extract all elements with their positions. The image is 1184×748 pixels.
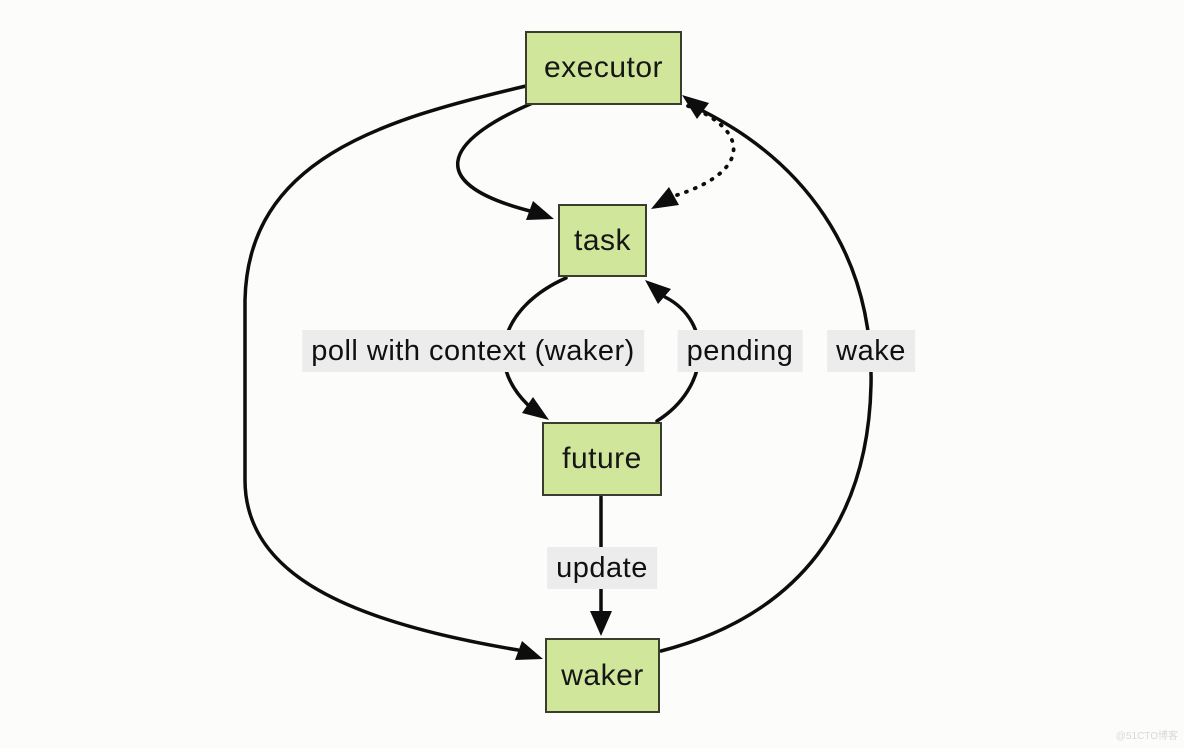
watermark: @51CTO博客 xyxy=(1115,731,1178,742)
edge-executor-to-task xyxy=(456,100,554,220)
edge-executor-to-task-dotted xyxy=(651,104,736,209)
arrowhead-executor-to-task xyxy=(526,201,554,220)
edge-executor-to-waker xyxy=(243,84,543,660)
edge-wake xyxy=(659,95,873,653)
node-task: task xyxy=(558,204,647,277)
arrowhead-executor-to-task-dotted xyxy=(651,187,679,209)
arrowhead-update xyxy=(590,611,612,636)
node-executor: executor xyxy=(525,31,682,105)
arrowhead-executor-to-waker xyxy=(515,641,543,660)
node-future: future xyxy=(542,422,662,496)
edge-label-pending: pending xyxy=(677,330,803,372)
edge-label-poll-with-context: poll with context (waker) xyxy=(302,330,644,372)
arrowhead-poll-with-context xyxy=(522,397,549,420)
arrowhead-wake xyxy=(682,95,709,119)
edge-label-update: update xyxy=(547,547,657,589)
arrowhead-pending xyxy=(645,280,671,304)
node-waker: waker xyxy=(545,638,660,713)
edge-label-wake: wake xyxy=(827,330,915,372)
